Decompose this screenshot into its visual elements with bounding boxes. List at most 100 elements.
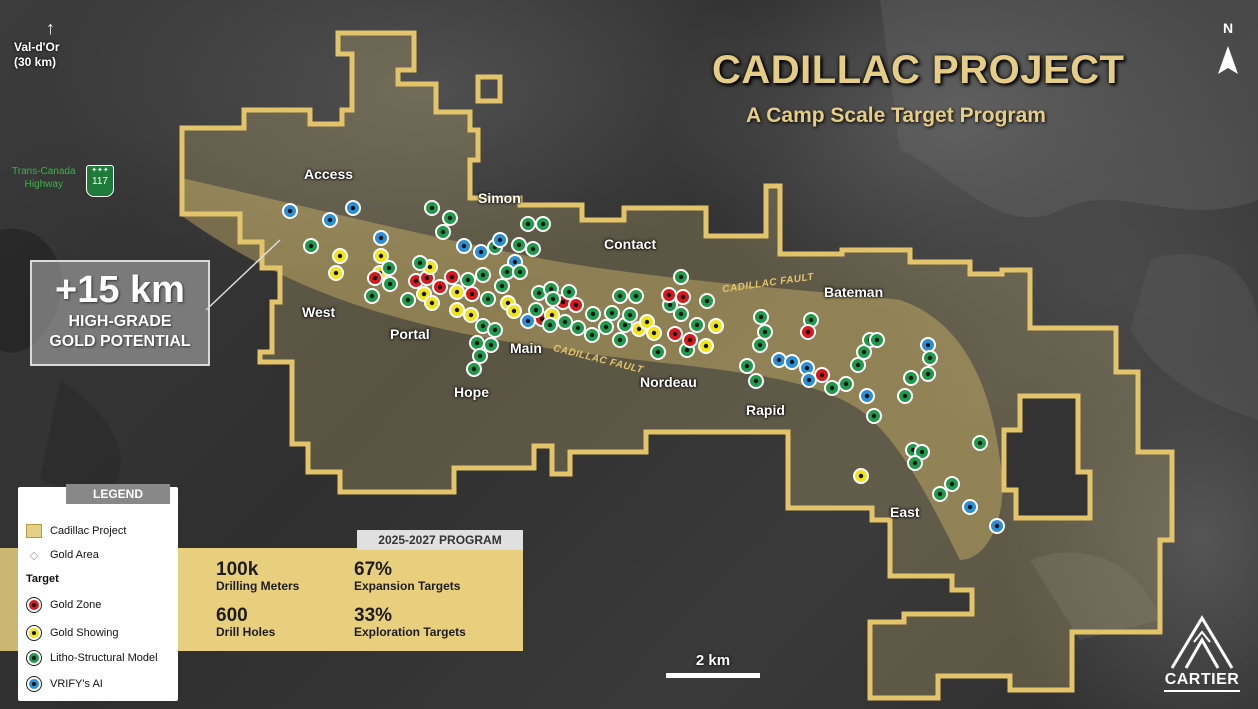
vrify-ai-marker[interactable] <box>322 212 338 228</box>
litho-structural-marker[interactable] <box>922 350 938 366</box>
vrify-ai-marker[interactable] <box>989 518 1005 534</box>
gold-zone-marker[interactable] <box>661 287 677 303</box>
litho-structural-marker[interactable] <box>364 288 380 304</box>
litho-structural-marker[interactable] <box>932 486 948 502</box>
litho-structural-marker[interactable] <box>460 272 476 288</box>
litho-structural-marker[interactable] <box>557 314 573 330</box>
litho-structural-marker[interactable] <box>673 269 689 285</box>
small-parcel[interactable] <box>475 74 503 104</box>
litho-structural-marker[interactable] <box>528 302 544 318</box>
project-boundary-main[interactable] <box>179 30 1175 701</box>
vrify-ai-marker[interactable] <box>345 200 361 216</box>
gold-showing-marker[interactable] <box>639 314 655 330</box>
litho-structural-marker[interactable] <box>494 278 510 294</box>
vrify-ai-marker[interactable] <box>771 352 787 368</box>
litho-structural-marker[interactable] <box>424 200 440 216</box>
gold-zone-marker[interactable] <box>800 324 816 340</box>
litho-structural-marker[interactable] <box>972 435 988 451</box>
litho-structural-marker[interactable] <box>435 224 451 240</box>
litho-structural-marker[interactable] <box>757 324 773 340</box>
gold-showing-marker[interactable] <box>463 307 479 323</box>
litho-structural-marker[interactable] <box>469 335 485 351</box>
litho-structural-marker[interactable] <box>570 320 586 336</box>
litho-structural-marker[interactable] <box>303 238 319 254</box>
litho-structural-marker[interactable] <box>542 317 558 333</box>
gold-showing-marker[interactable] <box>449 284 465 300</box>
litho-structural-marker[interactable] <box>598 319 614 335</box>
litho-structural-marker[interactable] <box>897 388 913 404</box>
vrify-ai-marker[interactable] <box>801 372 817 388</box>
vrify-ai-marker[interactable] <box>473 244 489 260</box>
gold-showing-marker[interactable] <box>424 295 440 311</box>
litho-structural-marker[interactable] <box>381 260 397 276</box>
gold-showing-marker[interactable] <box>698 338 714 354</box>
vrify-ai-marker[interactable] <box>456 238 472 254</box>
litho-structural-marker[interactable] <box>442 210 458 226</box>
litho-structural-marker[interactable] <box>499 264 515 280</box>
litho-structural-marker[interactable] <box>612 332 628 348</box>
litho-structural-marker[interactable] <box>480 291 496 307</box>
litho-structural-marker[interactable] <box>907 455 923 471</box>
litho-structural-marker[interactable] <box>838 376 854 392</box>
litho-structural-marker[interactable] <box>699 293 715 309</box>
litho-structural-marker[interactable] <box>400 292 416 308</box>
gold-showing-marker[interactable] <box>708 318 724 334</box>
vrify-ai-marker[interactable] <box>492 232 508 248</box>
vrify-ai-marker[interactable] <box>799 360 815 376</box>
vrify-ai-marker[interactable] <box>920 337 936 353</box>
litho-structural-marker[interactable] <box>466 361 482 377</box>
litho-structural-marker[interactable] <box>561 284 577 300</box>
litho-structural-marker[interactable] <box>856 344 872 360</box>
litho-structural-marker[interactable] <box>944 476 960 492</box>
vrify-ai-marker[interactable] <box>520 313 536 329</box>
litho-structural-marker[interactable] <box>472 348 488 364</box>
litho-structural-marker[interactable] <box>483 337 499 353</box>
litho-structural-marker[interactable] <box>673 306 689 322</box>
vrify-ai-marker[interactable] <box>784 354 800 370</box>
litho-structural-marker[interactable] <box>650 344 666 360</box>
gold-showing-marker[interactable] <box>853 468 869 484</box>
target-markers[interactable] <box>282 200 1005 534</box>
litho-structural-marker[interactable] <box>903 370 919 386</box>
litho-structural-marker[interactable] <box>511 237 527 253</box>
litho-structural-marker[interactable] <box>920 366 936 382</box>
litho-structural-marker[interactable] <box>752 337 768 353</box>
gold-zone-marker[interactable] <box>814 367 830 383</box>
gold-zone-marker[interactable] <box>367 270 383 286</box>
gold-showing-marker[interactable] <box>332 248 348 264</box>
gold-showing-marker[interactable] <box>506 303 522 319</box>
gold-zone-marker[interactable] <box>444 269 460 285</box>
litho-structural-marker[interactable] <box>487 322 503 338</box>
litho-structural-marker[interactable] <box>866 408 882 424</box>
gold-showing-marker[interactable] <box>646 325 662 341</box>
gold-showing-marker[interactable] <box>328 265 344 281</box>
litho-structural-marker[interactable] <box>869 332 885 348</box>
litho-structural-marker[interactable] <box>739 358 755 374</box>
litho-structural-marker[interactable] <box>382 276 398 292</box>
vrify-ai-marker[interactable] <box>282 203 298 219</box>
gold-showing-marker[interactable] <box>449 302 465 318</box>
litho-structural-marker[interactable] <box>850 357 866 373</box>
litho-structural-marker[interactable] <box>612 288 628 304</box>
gold-zone-marker[interactable] <box>432 279 448 295</box>
litho-structural-marker[interactable] <box>914 444 930 460</box>
litho-structural-marker[interactable] <box>584 327 600 343</box>
litho-structural-marker[interactable] <box>535 216 551 232</box>
litho-structural-marker[interactable] <box>622 307 638 323</box>
gold-zone-marker[interactable] <box>682 332 698 348</box>
vrify-ai-marker[interactable] <box>859 388 875 404</box>
vrify-ai-marker[interactable] <box>373 230 389 246</box>
litho-structural-marker[interactable] <box>604 305 620 321</box>
gold-zone-marker[interactable] <box>675 289 691 305</box>
litho-structural-marker[interactable] <box>585 306 601 322</box>
gold-zone-marker[interactable] <box>568 297 584 313</box>
litho-structural-marker[interactable] <box>748 373 764 389</box>
litho-structural-marker[interactable] <box>512 264 528 280</box>
gold-showing-marker[interactable] <box>373 248 389 264</box>
litho-structural-marker[interactable] <box>520 216 536 232</box>
litho-structural-marker[interactable] <box>824 380 840 396</box>
litho-structural-marker[interactable] <box>628 288 644 304</box>
gold-zone-marker[interactable] <box>667 326 683 342</box>
litho-structural-marker[interactable] <box>525 241 541 257</box>
litho-structural-marker[interactable] <box>412 255 428 271</box>
